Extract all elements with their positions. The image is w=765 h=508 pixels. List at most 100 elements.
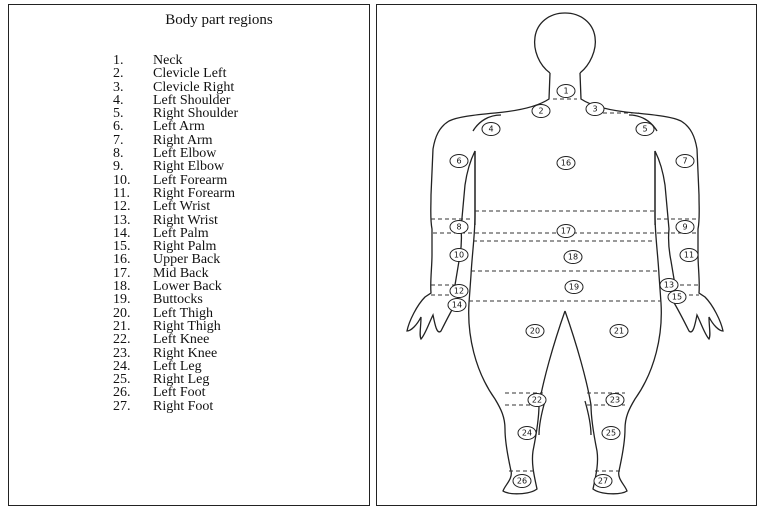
region-label: Right Palm — [153, 240, 216, 253]
region-number: 26. — [113, 386, 153, 399]
svg-text:3: 3 — [592, 105, 597, 114]
region-marker: 16 — [557, 157, 575, 170]
region-label: Left Elbow — [153, 147, 216, 160]
region-number: 11. — [113, 187, 153, 200]
list-title: Body part regions — [9, 12, 369, 29]
region-marker: 18 — [564, 251, 582, 264]
region-marker: 19 — [565, 281, 583, 294]
region-label: Upper Back — [153, 253, 220, 266]
svg-text:2: 2 — [538, 107, 543, 116]
region-number: 5. — [113, 107, 153, 120]
region-number: 12. — [113, 200, 153, 213]
region-label: Lower Back — [153, 280, 222, 293]
region-label: Left Thigh — [153, 307, 213, 320]
region-marker: 24 — [518, 427, 536, 440]
region-label: Right Elbow — [153, 160, 224, 173]
region-marker: 6 — [450, 155, 468, 168]
region-number: 13. — [113, 214, 153, 227]
svg-text:10: 10 — [454, 251, 464, 260]
region-number: 3. — [113, 81, 153, 94]
region-marker: 4 — [482, 123, 500, 136]
region-list-item: 1.Neck — [113, 54, 238, 67]
region-number: 16. — [113, 253, 153, 266]
region-marker: 12 — [450, 285, 468, 298]
region-number: 24. — [113, 360, 153, 373]
svg-text:8: 8 — [456, 223, 461, 232]
region-label: Right Forearm — [153, 187, 235, 200]
svg-text:22: 22 — [532, 396, 542, 405]
region-label: Mid Back — [153, 267, 209, 280]
svg-text:9: 9 — [682, 223, 687, 232]
region-list-item: 22.Left Knee — [113, 333, 238, 346]
region-number: 4. — [113, 94, 153, 107]
region-number: 2. — [113, 67, 153, 80]
region-list-item: 2.Clevicle Left — [113, 67, 238, 80]
region-number: 22. — [113, 333, 153, 346]
svg-text:18: 18 — [568, 253, 578, 262]
region-label: Left Leg — [153, 360, 202, 373]
region-number: 1. — [113, 54, 153, 67]
svg-text:20: 20 — [530, 327, 540, 336]
region-number: 14. — [113, 227, 153, 240]
region-list-item: 15.Right Palm — [113, 240, 238, 253]
svg-text:19: 19 — [569, 283, 579, 292]
region-number: 7. — [113, 134, 153, 147]
region-number: 20. — [113, 307, 153, 320]
svg-text:6: 6 — [456, 157, 461, 166]
region-label: Left Arm — [153, 120, 205, 133]
region-marker: 17 — [557, 225, 575, 238]
region-label: Buttocks — [153, 293, 203, 306]
region-list-item: 3.Clevicle Right — [113, 81, 238, 94]
region-label: Clevicle Left — [153, 67, 226, 80]
region-list-item: 19.Buttocks — [113, 293, 238, 306]
region-marker: 11 — [680, 249, 698, 262]
region-label: Left Palm — [153, 227, 209, 240]
region-label: Neck — [153, 54, 183, 67]
region-marker: 15 — [668, 291, 686, 304]
region-marker: 3 — [586, 103, 604, 116]
region-label: Clevicle Right — [153, 81, 234, 94]
svg-text:14: 14 — [452, 301, 462, 310]
region-label: Right Shoulder — [153, 107, 238, 120]
region-label: Left Knee — [153, 333, 209, 346]
region-number: 27. — [113, 400, 153, 413]
svg-text:5: 5 — [642, 125, 647, 134]
region-label: Right Leg — [153, 373, 209, 386]
region-marker: 5 — [636, 123, 654, 136]
region-marker: 7 — [676, 155, 694, 168]
region-marker: 9 — [676, 221, 694, 234]
region-list-item: 21.Right Thigh — [113, 320, 238, 333]
region-marker: 13 — [660, 279, 678, 292]
region-label: Right Thigh — [153, 320, 221, 333]
svg-text:7: 7 — [682, 157, 687, 166]
region-number: 15. — [113, 240, 153, 253]
region-number: 18. — [113, 280, 153, 293]
region-marker: 22 — [528, 394, 546, 407]
svg-text:4: 4 — [488, 125, 493, 134]
region-number: 8. — [113, 147, 153, 160]
region-marker: 10 — [450, 249, 468, 262]
region-marker: 27 — [594, 475, 612, 488]
region-number: 19. — [113, 293, 153, 306]
region-list-item: 9.Right Elbow — [113, 160, 238, 173]
region-label: Right Wrist — [153, 214, 218, 227]
svg-text:17: 17 — [561, 227, 571, 236]
svg-text:1: 1 — [563, 87, 568, 96]
region-number: 6. — [113, 120, 153, 133]
region-list-item: 26.Left Foot — [113, 386, 238, 399]
region-marker: 23 — [606, 394, 624, 407]
region-label: Right Knee — [153, 347, 217, 360]
region-marker: 20 — [526, 325, 544, 338]
region-list-item: 23.Right Knee — [113, 347, 238, 360]
region-label: Left Forearm — [153, 174, 227, 187]
svg-text:27: 27 — [598, 477, 608, 486]
region-list-item: 7.Right Arm — [113, 134, 238, 147]
svg-text:24: 24 — [522, 429, 532, 438]
svg-text:25: 25 — [606, 429, 616, 438]
svg-text:23: 23 — [610, 396, 620, 405]
region-number: 25. — [113, 373, 153, 386]
region-label: Left Foot — [153, 386, 206, 399]
